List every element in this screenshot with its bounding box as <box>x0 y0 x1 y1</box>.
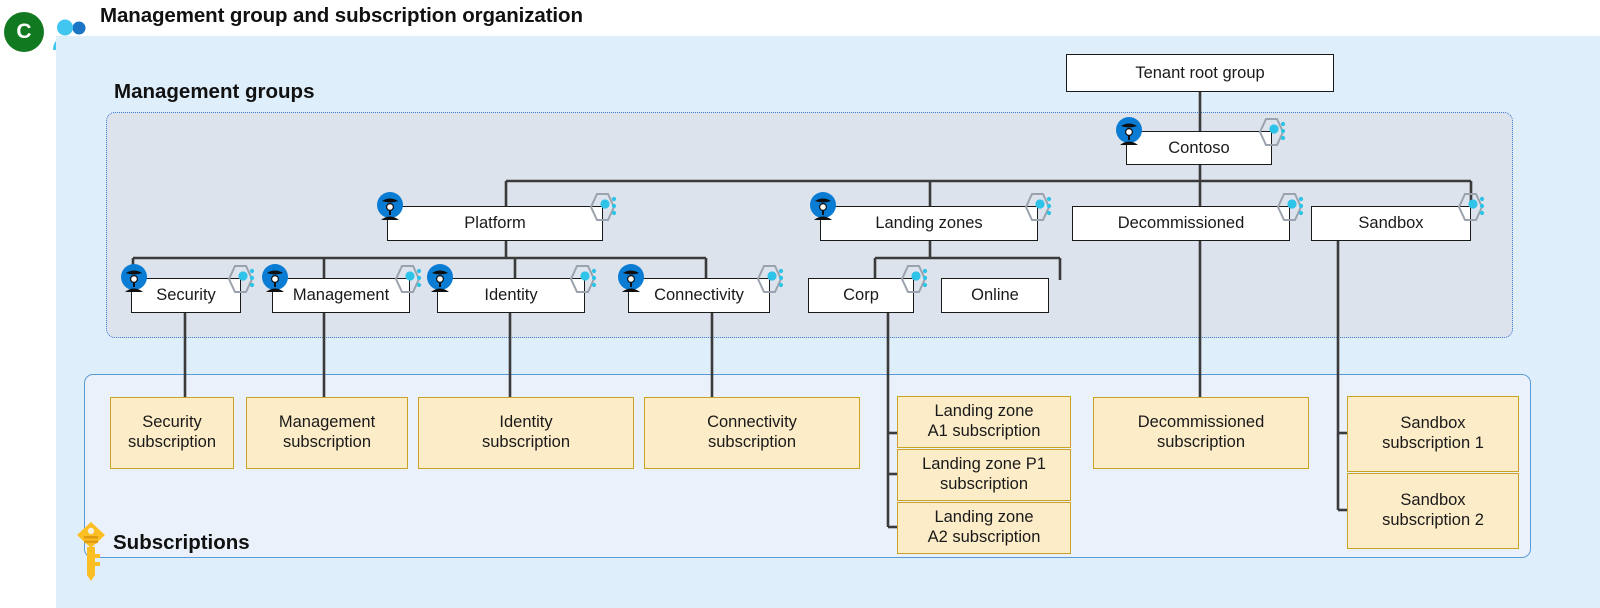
subscription-label-line1: Sandbox <box>1400 491 1466 510</box>
policy-icon <box>810 192 836 220</box>
policy-icon <box>121 264 147 292</box>
node-label: Landing zones <box>875 214 983 233</box>
policy-icon <box>427 264 453 292</box>
subscriptions-heading: Subscriptions <box>113 531 250 554</box>
management-group-icon <box>756 265 784 293</box>
management-group-icon <box>1258 118 1286 146</box>
node-label: Decommissioned <box>1117 214 1245 233</box>
subscription-decommissioned[interactable]: Decommissioned subscription <box>1093 397 1309 469</box>
subscription-landing-zone-p1[interactable]: Landing zone P1 subscription <box>897 449 1071 501</box>
subscription-sandbox-1[interactable]: Sandbox subscription 1 <box>1347 396 1519 472</box>
subscription-label-line1: Sandbox <box>1400 414 1466 433</box>
page-title: Management group and subscription organi… <box>100 4 583 27</box>
management-group-icon <box>589 193 617 221</box>
node-landing-zones[interactable]: Landing zones <box>820 206 1038 241</box>
subscription-label-line2: subscription <box>127 433 217 451</box>
subscription-label-line1: Landing zone <box>934 508 1034 527</box>
subscription-label-line2: A1 subscription <box>927 422 1041 440</box>
node-label: Tenant root group <box>1135 63 1265 82</box>
subscription-label-line1: Landing zone <box>934 402 1034 421</box>
node-tenant-root-group[interactable]: Tenant root group <box>1066 54 1334 92</box>
node-management[interactable]: Management <box>272 278 410 313</box>
key-icon <box>77 522 105 581</box>
management-group-icon <box>569 265 597 293</box>
node-label: Corp <box>843 286 879 305</box>
subscription-label-line2: subscription <box>707 433 797 451</box>
node-label: Platform <box>464 214 526 233</box>
node-label: Management <box>292 286 390 305</box>
subscription-label-line2: A2 subscription <box>927 528 1041 546</box>
subscription-label-line2: subscription <box>1156 433 1246 451</box>
subscription-label-line2: subscription 2 <box>1382 511 1484 529</box>
management-group-icon <box>394 265 422 293</box>
subscription-label-line1: Identity <box>499 413 553 432</box>
node-label: Contoso <box>1168 138 1230 157</box>
subscription-management[interactable]: Management subscription <box>246 397 408 469</box>
policy-icon <box>618 264 644 292</box>
node-decommissioned[interactable]: Decommissioned <box>1072 206 1290 241</box>
management-group-icon <box>227 265 255 293</box>
node-connectivity[interactable]: Connectivity <box>628 278 770 313</box>
node-corp[interactable]: Corp <box>808 278 914 313</box>
node-label: Identity <box>484 286 538 305</box>
subscription-sandbox-2[interactable]: Sandbox subscription 2 <box>1347 473 1519 549</box>
subscription-landing-zone-a1[interactable]: Landing zone A1 subscription <box>897 396 1071 448</box>
avatar: C <box>4 12 44 52</box>
node-label: Sandbox <box>1358 214 1424 233</box>
subscription-label-line2: subscription <box>939 475 1029 493</box>
node-platform[interactable]: Platform <box>387 206 603 241</box>
subscription-label-line1: Security <box>142 413 202 432</box>
policy-icon <box>262 264 288 292</box>
management-group-icon <box>1457 193 1485 221</box>
node-contoso[interactable]: Contoso <box>1126 131 1272 165</box>
management-group-icon <box>900 265 928 293</box>
node-security[interactable]: Security <box>131 278 241 313</box>
management-groups-heading: Management groups <box>114 80 315 103</box>
subscription-label-line1: Management <box>278 413 376 432</box>
node-identity[interactable]: Identity <box>437 278 585 313</box>
subscription-label-line1: Decommissioned <box>1137 413 1265 432</box>
node-label: Online <box>971 286 1019 305</box>
subscription-security[interactable]: Security subscription <box>110 397 234 469</box>
subscription-identity[interactable]: Identity subscription <box>418 397 634 469</box>
subscription-label-line1: Connectivity <box>707 413 797 432</box>
node-label: Security <box>156 286 216 305</box>
policy-icon <box>377 192 403 220</box>
node-label: Connectivity <box>654 286 744 305</box>
subscription-connectivity[interactable]: Connectivity subscription <box>644 397 860 469</box>
node-sandbox[interactable]: Sandbox <box>1311 206 1471 241</box>
subscription-label-line2: subscription <box>282 433 372 451</box>
node-online[interactable]: Online <box>941 278 1049 313</box>
subscription-label-line2: subscription <box>481 433 571 451</box>
subscription-label-line2: subscription 1 <box>1382 434 1484 452</box>
subscription-label-line1: Landing zone P1 <box>922 455 1046 474</box>
management-group-icon <box>1024 193 1052 221</box>
subscription-landing-zone-a2[interactable]: Landing zone A2 subscription <box>897 502 1071 554</box>
policy-icon <box>1116 117 1142 145</box>
management-group-icon <box>1276 193 1304 221</box>
